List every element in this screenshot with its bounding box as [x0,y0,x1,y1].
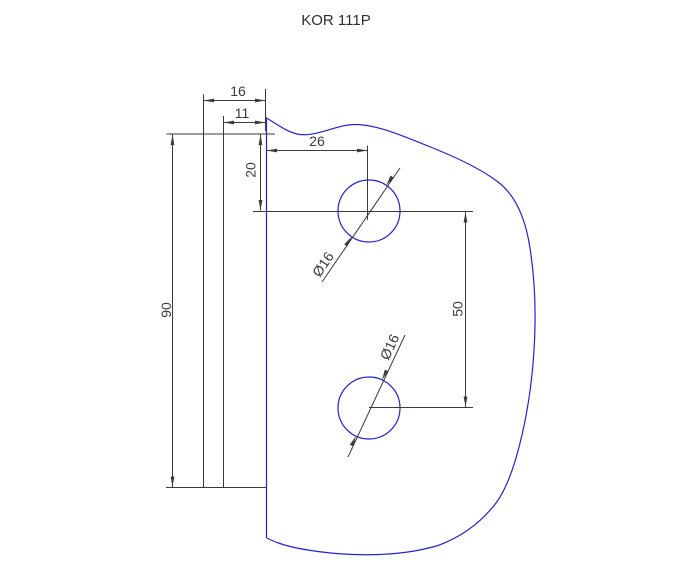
arrow-26-left [266,148,277,153]
dim-text-dia-bottom: Ø16 [377,331,403,362]
dim-text-90: 90 [158,302,174,318]
dim-text-26: 26 [309,133,325,149]
arrow-50-bottom [463,396,468,407]
arrow-16-left [203,98,214,103]
arrow-dia-top-ur [386,175,394,186]
arrow-11-left [223,120,234,125]
dim-text-11: 11 [235,105,250,121]
dimension-text-layer: 16 11 26 20 90 50 Ø16 Ø16 [158,83,466,362]
diameter-line-top-hole [321,167,401,283]
part-outline-layer [265,116,536,556]
arrow-20-bottom [258,200,263,211]
arrow-90-bottom [170,476,175,487]
arrow-11-right [255,120,266,125]
arrow-dia-bottom-dl [349,436,356,447]
dimension-line-layer [166,89,473,488]
glass-corner-outline [265,116,536,556]
arrow-26-right [357,148,368,153]
diameter-line-bottom-hole [347,334,406,458]
dim-text-16: 16 [230,83,246,99]
dim-text-dia-top: Ø16 [309,249,337,280]
arrow-20-top [258,134,263,145]
arrow-dia-top-dl [344,236,352,247]
dim-text-50: 50 [450,301,466,317]
arrow-16-right [255,98,266,103]
arrow-dia-bottom-ur [382,369,389,380]
drawing-title: KOR 111P [301,12,370,29]
dimension-arrow-layer [170,98,468,487]
arrow-90-top [170,134,175,145]
dim-text-20: 20 [243,162,259,178]
arrow-50-top [463,212,468,223]
